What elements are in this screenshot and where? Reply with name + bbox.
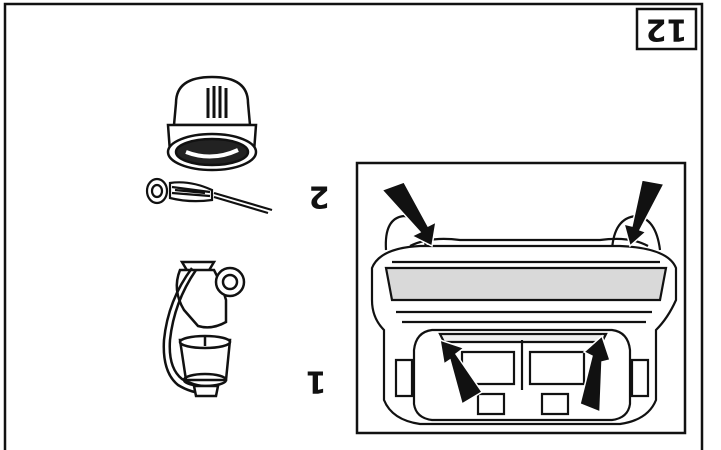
paint-tin-icon bbox=[168, 77, 256, 170]
paint-brush-icon bbox=[147, 179, 272, 213]
car-rear-view bbox=[357, 163, 685, 433]
vacuum-cleaner-icon bbox=[164, 262, 244, 396]
figure-number: 12 bbox=[646, 12, 688, 47]
label-item-2: 2 bbox=[309, 179, 330, 214]
label-item-1: 1 bbox=[306, 364, 327, 399]
figure-number-box: 12 bbox=[637, 9, 696, 49]
